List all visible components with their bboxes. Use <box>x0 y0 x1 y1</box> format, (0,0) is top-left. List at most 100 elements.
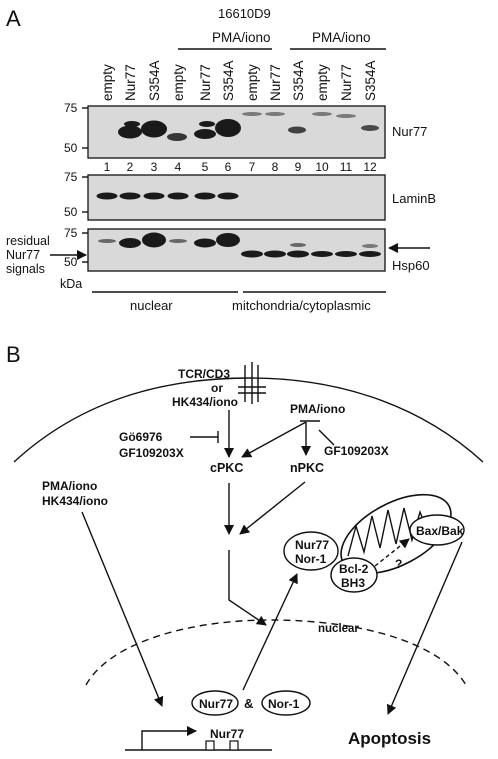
nucleus-nor1-label: Nor-1 <box>268 697 300 711</box>
marker-75-nur77: 75 <box>64 101 78 115</box>
band <box>216 233 240 247</box>
band <box>199 121 215 127</box>
arrow-to-apoptosis <box>386 541 463 715</box>
band <box>194 192 216 200</box>
band <box>336 114 356 118</box>
blot-label-laminb: LaminB <box>392 191 436 206</box>
lane-number: 10 <box>315 160 329 174</box>
residual-label-3: signals <box>6 262 45 276</box>
gf109203x-right-label: GF109203X <box>324 444 389 458</box>
treatment-header-nuclear: PMA/iono <box>212 30 271 45</box>
node-nur77-label: Nur77 <box>295 538 329 552</box>
inhibition-gf-right <box>318 429 335 446</box>
arrow-nur77-to-mito <box>242 573 298 691</box>
band <box>141 120 167 138</box>
node-bcl2-label: Bcl-2 <box>339 562 369 576</box>
blot-label-hsp60: Hsp60 <box>392 258 430 273</box>
fraction-nuclear: nuclear <box>130 298 173 313</box>
lane-label: Nur77 <box>123 64 138 101</box>
left-stim-1: PMA/iono <box>42 479 97 493</box>
band <box>290 243 306 247</box>
question-mark: ? <box>395 557 402 571</box>
lane-labels: empty Nur77 S354A empty Nur77 S354A empty Nur77… <box>100 60 378 101</box>
band <box>359 251 381 257</box>
lane-number: 6 <box>225 160 232 174</box>
lane-label: Nur77 <box>198 64 213 101</box>
band <box>124 121 140 127</box>
node-bh3-label: BH3 <box>341 576 365 590</box>
lane-label: empty <box>100 64 115 101</box>
arrow-bcl2-bax-dashed <box>374 538 410 567</box>
band <box>118 125 142 139</box>
lane-number: 2 <box>127 160 134 174</box>
nuclear-label: nuclear <box>318 623 359 635</box>
lane-label: Nur77 <box>268 64 283 101</box>
band <box>119 238 141 248</box>
tcr-label-1: TCR/CD3 <box>178 367 230 381</box>
npkc-label: nPKC <box>290 461 324 475</box>
fraction-mito: mitchondria/cytoplasmic <box>232 298 371 313</box>
tcr-label-3: HK434/iono <box>172 395 238 409</box>
band <box>96 192 118 200</box>
band <box>287 250 309 258</box>
arrow-to-gene <box>81 511 164 707</box>
blot-label-nur77: Nur77 <box>392 124 427 139</box>
arrow-npkc-down <box>239 481 306 535</box>
band <box>361 125 379 131</box>
kda-label: kDa <box>60 277 82 291</box>
node-bax-bak-label: Bax/Bak <box>416 524 464 538</box>
band <box>288 126 306 134</box>
band <box>194 238 216 248</box>
band <box>311 251 333 257</box>
tcr-receptor <box>238 362 266 404</box>
marker-75-laminb: 75 <box>64 170 78 184</box>
go6976-label: Gö6976 <box>119 430 163 444</box>
ampersand-label: & <box>244 696 253 711</box>
band <box>265 112 285 116</box>
lane-label: S354A <box>363 60 378 101</box>
lane-number: 8 <box>272 160 279 174</box>
panel-b-label: B <box>6 342 21 367</box>
gene-label: Nur77 <box>210 727 244 741</box>
marker-75-hsp60: 75 <box>64 226 78 240</box>
band <box>217 192 239 200</box>
lane-number: 4 <box>175 160 182 174</box>
residual-label-2: Nur77 <box>6 248 40 262</box>
pma-top-label: PMA/iono <box>290 402 345 416</box>
gene-diagram <box>125 726 272 751</box>
panel-a-label: A <box>6 6 21 31</box>
lane-label: S354A <box>291 60 306 101</box>
band <box>264 250 286 258</box>
lane-number: 3 <box>151 160 158 174</box>
lane-number: 9 <box>295 160 302 174</box>
blot-nur77-bands <box>118 112 379 141</box>
marker-50-hsp60: 50 <box>64 255 78 269</box>
band <box>167 192 189 200</box>
band <box>167 133 187 141</box>
lane-number: 12 <box>363 160 377 174</box>
arrow-pma-cpkc <box>241 421 307 458</box>
lane-label: empty <box>245 64 260 101</box>
lane-label: S354A <box>221 60 236 101</box>
node-nor1-nucleus <box>261 690 311 716</box>
node-nur77-nucleus <box>191 690 239 716</box>
tcr-label-2: or <box>211 381 223 395</box>
cell-line-title: 16610D9 <box>218 6 271 21</box>
band <box>241 250 263 258</box>
nuclear-envelope <box>85 619 467 686</box>
cpkc-label: cPKC <box>210 461 243 475</box>
lane-number: 1 <box>104 160 111 174</box>
band <box>143 192 165 200</box>
band <box>194 129 216 139</box>
band <box>169 239 187 243</box>
band <box>362 244 378 248</box>
residual-label-1: residual <box>6 234 50 248</box>
apoptosis-label: Apoptosis <box>348 729 431 748</box>
marker-50-nur77: 50 <box>64 141 78 155</box>
band <box>242 112 262 116</box>
node-bax-bak <box>409 514 465 546</box>
marker-50-laminb: 50 <box>64 205 78 219</box>
cell-membrane <box>13 377 484 463</box>
lane-label: empty <box>315 64 330 101</box>
